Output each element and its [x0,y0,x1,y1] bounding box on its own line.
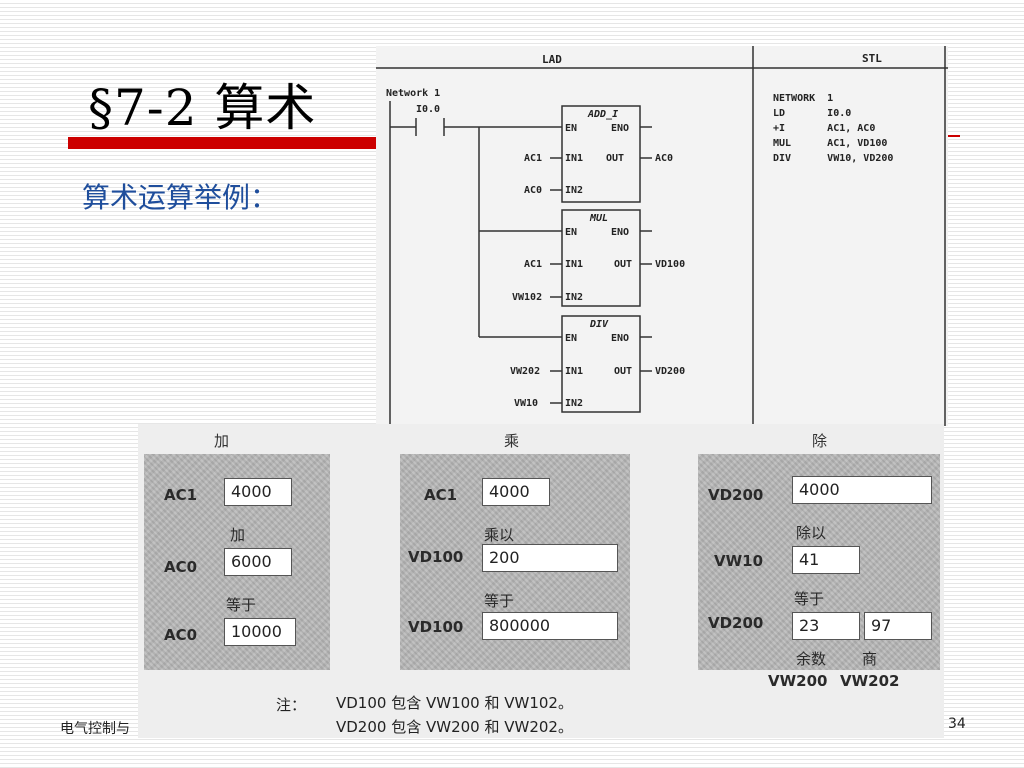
div-r3-label: VD200 [708,614,764,632]
block-mul-out: VD100 [655,259,686,270]
div-quotient-caption: 商 [862,650,878,668]
block-mul-en: EN [565,227,578,238]
mul-equals: 等于 [484,592,515,610]
block-div-out: VD200 [655,366,686,377]
stl-line: DIV VW10, VD200 [773,153,894,164]
stl-line: +I AC1, AC0 [773,123,876,134]
add-r2-value: 6000 [224,548,292,576]
block-div-in1-label: IN1 [565,366,584,377]
stl-line: NETWORK 1 [773,93,834,104]
network-label: Network 1 [386,88,441,99]
stl-line: MUL AC1, VD100 [773,138,888,149]
mul-panel: AC1 4000 乘以 VD100 200 等于 VD100 800000 [400,454,630,670]
title-underline-right [944,135,960,137]
div-remainder-caption: 余数 [796,650,827,668]
block-add-out: AC0 [655,153,674,164]
block-mul-eno: ENO [611,227,630,238]
arithmetic-examples: 加 乘 除 AC1 4000 加 AC0 6000 等于 AC0 10000 A… [138,424,944,738]
block-mul-in1-label: IN1 [565,259,584,270]
mul-r1-label: AC1 [424,486,458,504]
div-r1-value: 4000 [792,476,932,504]
block-add-in1-label: IN1 [565,153,584,164]
div-panel-title: 除 [812,432,828,450]
block-div-in1: VW202 [510,366,541,377]
note-label: 注： [276,696,307,714]
div-r2-value: 41 [792,546,860,574]
block-mul-in2: VW102 [512,292,543,303]
block-add-out-label: OUT [606,153,625,164]
div-equals: 等于 [794,590,825,608]
block-mul-in2-label: IN2 [565,292,584,303]
div-remainder-value: 23 [792,612,860,640]
div-panel: VD200 4000 除以 VW10 41 等于 VD200 23 97 余数 … [698,454,940,670]
block-div-name: DIV [590,319,609,330]
lad-header: LAD [542,53,562,66]
mul-r2-label: VD100 [408,548,464,566]
block-add-in2-label: IN2 [565,185,584,196]
mul-r1-value: 4000 [482,478,550,506]
lad-stl-diagram: LAD STL Network 1 I0.0 ADD_I EN ENO IN1 … [376,46,948,426]
block-div-in2: VW10 [514,398,539,409]
block-add-en: EN [565,123,578,134]
stl-line: LD I0.0 [773,108,852,119]
block-mul-out-label: OUT [614,259,633,270]
add-equals: 等于 [226,596,257,614]
mul-r2-value: 200 [482,544,618,572]
block-add-eno: ENO [611,123,630,134]
ladder-wiring [376,46,948,426]
stl-header: STL [862,52,882,65]
block-add-name: ADD_I [588,109,619,120]
block-div-out-label: OUT [614,366,633,377]
block-add-in1: AC1 [524,153,543,164]
block-mul-in1: AC1 [524,259,543,270]
mul-r3-value: 800000 [482,612,618,640]
mul-panel-title: 乘 [504,432,520,450]
page-number: 34 [948,716,966,732]
div-operator: 除以 [796,524,827,542]
block-mul-name: MUL [590,213,609,224]
block-div-eno: ENO [611,333,630,344]
contact-label: I0.0 [416,104,441,115]
note-line-1: VD100 包含 VW100 和 VW102。 [336,694,573,712]
add-r3-value: 10000 [224,618,296,646]
block-div-en: EN [565,333,578,344]
mul-operator: 乘以 [484,526,515,544]
block-add-in2: AC0 [524,185,543,196]
mul-r3-label: VD100 [408,618,464,636]
div-quotient-register: VW202 [840,672,900,690]
div-quotient-value: 97 [864,612,932,640]
div-r2-label: VW10 [714,552,764,570]
add-panel: AC1 4000 加 AC0 6000 等于 AC0 10000 [144,454,330,670]
slide-title: §7-2 算术 [88,79,317,137]
slide-subtitle: 算术运算举例： [82,181,279,214]
div-remainder-register: VW200 [768,672,828,690]
note-line-2: VD200 包含 VW200 和 VW202。 [336,718,573,736]
footer-text: 电气控制与 [60,721,130,737]
add-r1-label: AC1 [164,486,198,504]
block-div-in2-label: IN2 [565,398,584,409]
add-r1-value: 4000 [224,478,292,506]
div-r1-label: VD200 [708,486,764,504]
add-operator: 加 [230,526,246,544]
add-r3-label: AC0 [164,626,198,644]
add-r2-label: AC0 [164,558,198,576]
add-panel-title: 加 [214,432,230,450]
title-underline [68,137,380,149]
